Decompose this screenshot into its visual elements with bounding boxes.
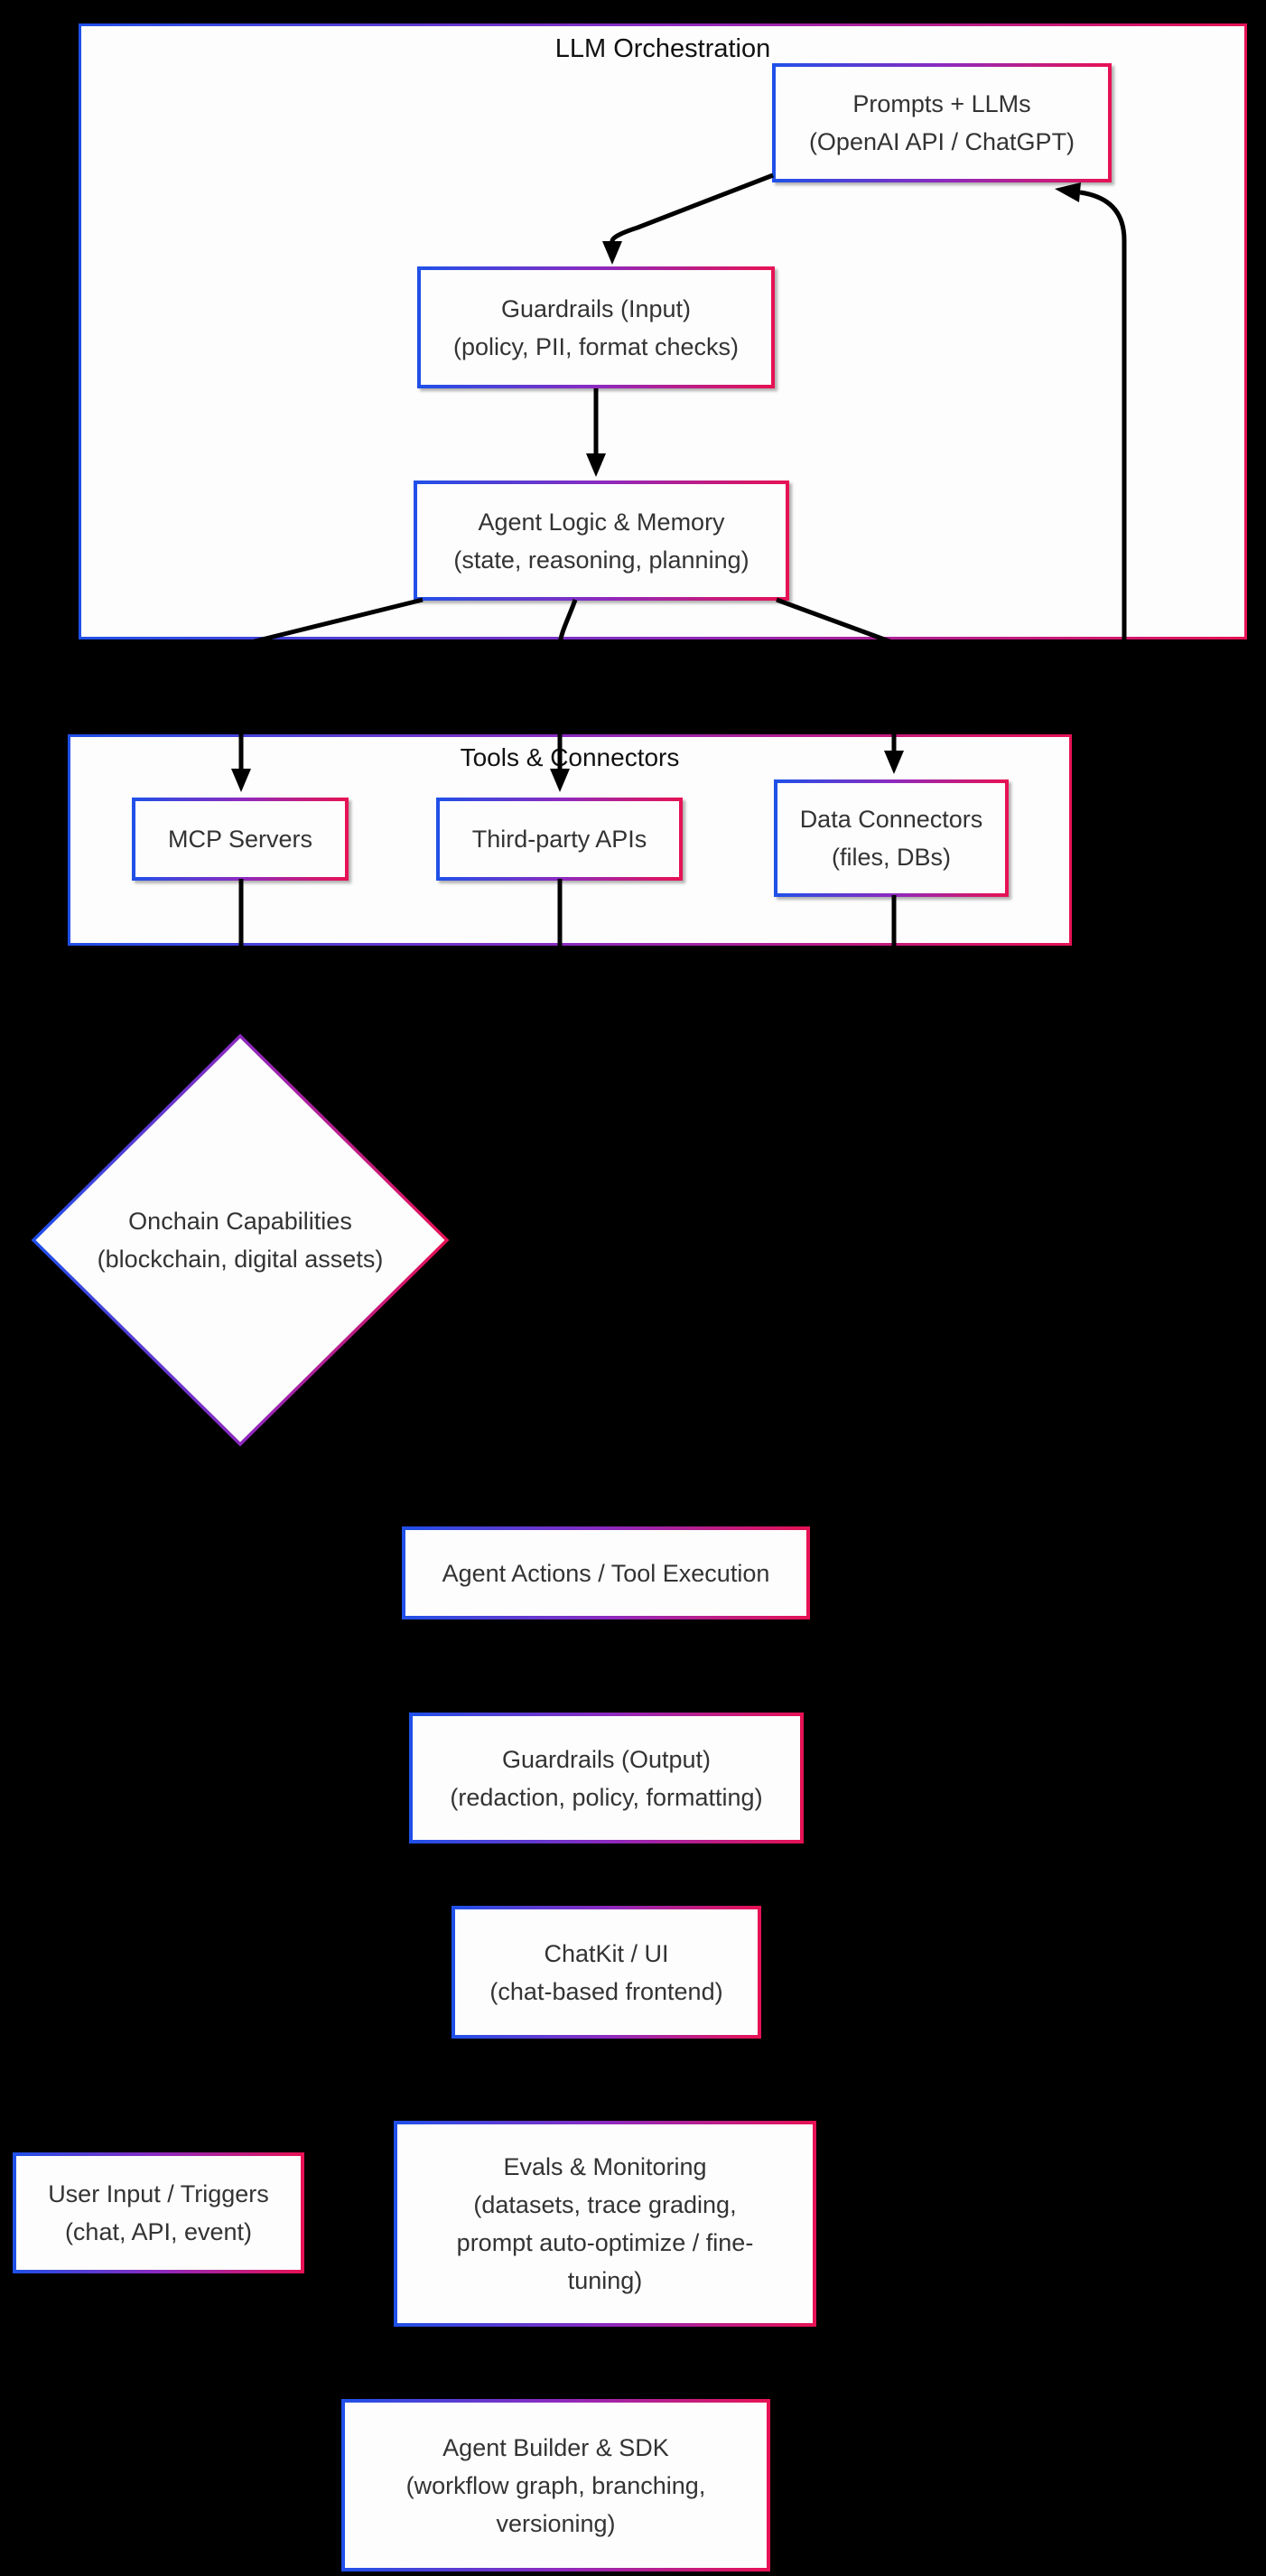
node-guardrails-input: Guardrails (Input) (policy, PII, format …: [417, 266, 775, 388]
node-prompts-llms-line2: (OpenAI API / ChatGPT): [808, 128, 1075, 155]
node-agent-builder-sdk-line2: (workflow graph, branching,: [405, 2471, 706, 2499]
node-onchain-capabilities-line1: Onchain Capabilities: [128, 1208, 352, 1235]
node-agent-logic-memory: Agent Logic & Memory (state, reasoning, …: [414, 481, 789, 601]
container-llm-orchestration-title: LLM Orchestration: [554, 34, 771, 63]
container-tools-connectors-title: Tools & Connectors: [460, 743, 680, 771]
node-chatkit-ui: ChatKit / UI (chat-based frontend): [451, 1906, 761, 2039]
node-chatkit-ui-line2: (chat-based frontend): [489, 1977, 723, 2005]
node-evals-monitoring: Evals & Monitoring (datasets, trace grad…: [394, 2121, 816, 2327]
node-guardrails-output: Guardrails (Output) (redaction, policy, …: [409, 1713, 804, 1843]
node-agent-logic-memory-line1: Agent Logic & Memory: [478, 508, 725, 536]
node-evals-monitoring-line1: Evals & Monitoring: [503, 2153, 707, 2180]
node-onchain-capabilities: Onchain Capabilities (blockchain, digita…: [31, 1033, 450, 1447]
node-user-input-triggers-line1: User Input / Triggers: [48, 2180, 269, 2207]
node-evals-monitoring-line2: (datasets, trace grading,: [473, 2191, 737, 2218]
node-agent-actions: Agent Actions / Tool Execution: [402, 1526, 810, 1619]
node-agent-actions-line1: Agent Actions / Tool Execution: [442, 1559, 770, 1587]
node-user-input-triggers: User Input / Triggers (chat, API, event): [13, 2152, 304, 2273]
node-third-party-apis: Third-party APIs: [436, 798, 683, 881]
node-agent-builder-sdk-line3: versioning): [496, 2509, 616, 2537]
node-guardrails-output-line2: (redaction, policy, formatting): [450, 1783, 763, 1811]
node-third-party-apis-line1: Third-party APIs: [471, 826, 647, 853]
node-guardrails-output-line1: Guardrails (Output): [501, 1745, 712, 1773]
node-onchain-capabilities-line2: (blockchain, digital assets): [97, 1246, 384, 1273]
node-evals-monitoring-line3: prompt auto-optimize / fine-: [456, 2229, 754, 2256]
node-guardrails-input-line2: (policy, PII, format checks): [452, 332, 740, 360]
node-prompts-llms: Prompts + LLMs (OpenAI API / ChatGPT): [772, 63, 1112, 182]
node-prompts-llms-line1: Prompts + LLMs: [852, 90, 1031, 117]
node-data-connectors-line1: Data Connectors: [799, 806, 983, 833]
node-agent-logic-memory-line2: (state, reasoning, planning): [453, 546, 749, 574]
node-mcp-servers-line1: MCP Servers: [167, 826, 313, 853]
node-user-input-triggers-line2: (chat, API, event): [64, 2218, 253, 2245]
node-evals-monitoring-line4: tuning): [567, 2267, 643, 2294]
node-agent-builder-sdk-line1: Agent Builder & SDK: [442, 2433, 669, 2461]
onchain-diamond-polygon: [31, 1033, 450, 1447]
node-mcp-servers: MCP Servers: [132, 798, 349, 881]
node-data-connectors: Data Connectors (files, DBs): [774, 779, 1009, 897]
node-agent-builder-sdk: Agent Builder & SDK (workflow graph, bra…: [341, 2399, 770, 2571]
node-data-connectors-line2: (files, DBs): [831, 844, 951, 871]
node-guardrails-input-line1: Guardrails (Input): [500, 294, 692, 322]
node-chatkit-ui-line1: ChatKit / UI: [544, 1939, 669, 1967]
node-onchain-capabilities-shape: [31, 1033, 450, 1447]
